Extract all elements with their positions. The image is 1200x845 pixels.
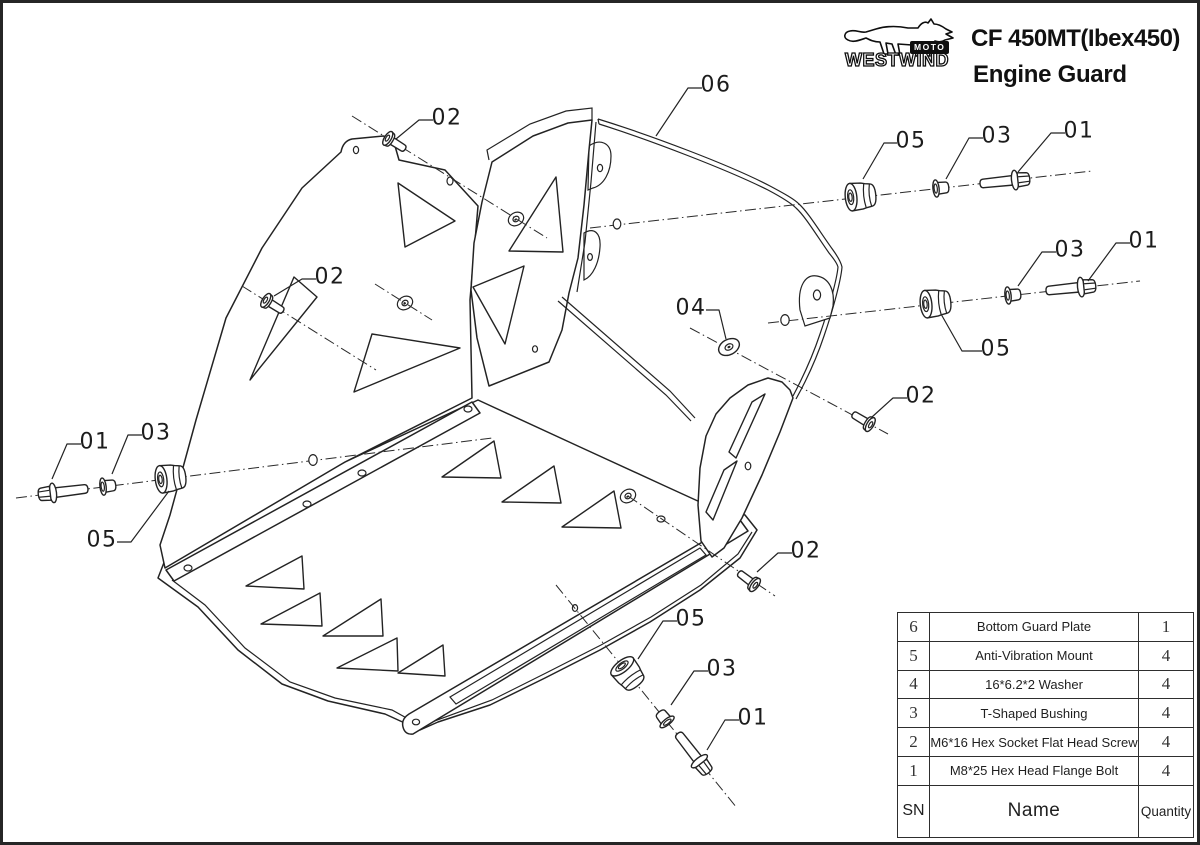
bom-name: T-Shaped Bushing — [930, 699, 1139, 729]
callout-label-01: 01 — [1063, 118, 1095, 144]
callout-label-05: 05 — [980, 336, 1012, 362]
callout-label-02: 02 — [905, 383, 937, 409]
callout-label-01: 01 — [79, 429, 111, 455]
screw-02 — [847, 406, 878, 434]
callout-label-02: 02 — [314, 264, 346, 290]
leader-lines — [51, 87, 1130, 751]
bom-qty: 4 — [1139, 641, 1194, 671]
bom-qty: 4 — [1139, 699, 1194, 729]
flange-bolt — [669, 726, 717, 780]
callout-label-03: 03 — [140, 420, 172, 446]
bom-sn: 5 — [898, 641, 930, 671]
bom-header-sn: SN — [898, 785, 930, 838]
callout-label-03: 03 — [981, 123, 1013, 149]
bom-sn: 3 — [898, 699, 930, 729]
callout-label-01: 01 — [1128, 228, 1160, 254]
front-plate — [470, 107, 696, 422]
bom-name: M6*16 Hex Socket Flat Head Screw — [930, 728, 1139, 757]
bom-header-qty: Quantity — [1139, 785, 1194, 838]
product-title: Engine Guard — [973, 61, 1127, 88]
bom-name: Bottom Guard Plate — [930, 613, 1139, 642]
bom-name: M8*25 Hex Head Flange Bolt — [930, 756, 1139, 786]
t-bushing — [98, 475, 118, 497]
callout-label-02: 02 — [790, 538, 822, 564]
brand-sub-badge: MOTO — [910, 41, 950, 54]
flange-bolt — [36, 478, 90, 506]
model-title: CF 450MT(Ibex450) — [971, 25, 1180, 52]
bom-qty: 1 — [1139, 613, 1194, 642]
t-bushing — [651, 705, 677, 731]
callout-label-03: 03 — [1054, 237, 1086, 263]
callout-label-05: 05 — [895, 128, 927, 154]
left-mount-rail — [165, 401, 481, 582]
flange-bolt — [978, 168, 1032, 195]
bom-table: 6 Bottom Guard Plate 1 5 Anti-Vibration … — [897, 612, 1194, 838]
callout-label-05: 05 — [675, 606, 707, 632]
center-lines — [15, 115, 1141, 809]
washer — [717, 337, 741, 357]
hardware — [36, 129, 1098, 780]
bom-qty: 4 — [1139, 670, 1194, 700]
callout-label-05: 05 — [86, 527, 118, 553]
callout-label-03: 03 — [706, 656, 738, 682]
bom-qty: 4 — [1139, 728, 1194, 757]
right-mount-rail — [401, 519, 749, 735]
anti-vibration-mount — [843, 180, 878, 213]
brand-wordmark: WESTWIND — [844, 49, 949, 70]
callout-label-06: 06 — [700, 72, 732, 98]
bom-name: 16*6.2*2 Washer — [930, 670, 1139, 700]
bom-header-name: Name — [930, 785, 1139, 838]
callout-label-01: 01 — [737, 705, 769, 731]
bom-name: Anti-Vibration Mount — [930, 641, 1139, 671]
right-arm-and-rear-bracket — [597, 118, 843, 558]
bom-sn: 2 — [898, 728, 930, 757]
bom-qty: 4 — [1139, 756, 1194, 786]
bom-sn: 1 — [898, 756, 930, 786]
anti-vibration-mount — [918, 287, 953, 320]
callout-label-02: 02 — [431, 105, 463, 131]
callout-label-04: 04 — [675, 295, 707, 321]
left-side-plate — [159, 135, 479, 569]
mount-ear — [798, 275, 834, 327]
anti-vibration-mount — [607, 652, 650, 696]
t-bushing — [1003, 284, 1023, 306]
t-bushing — [931, 177, 951, 199]
bom-sn: 4 — [898, 670, 930, 700]
bom-sn: 6 — [898, 613, 930, 642]
